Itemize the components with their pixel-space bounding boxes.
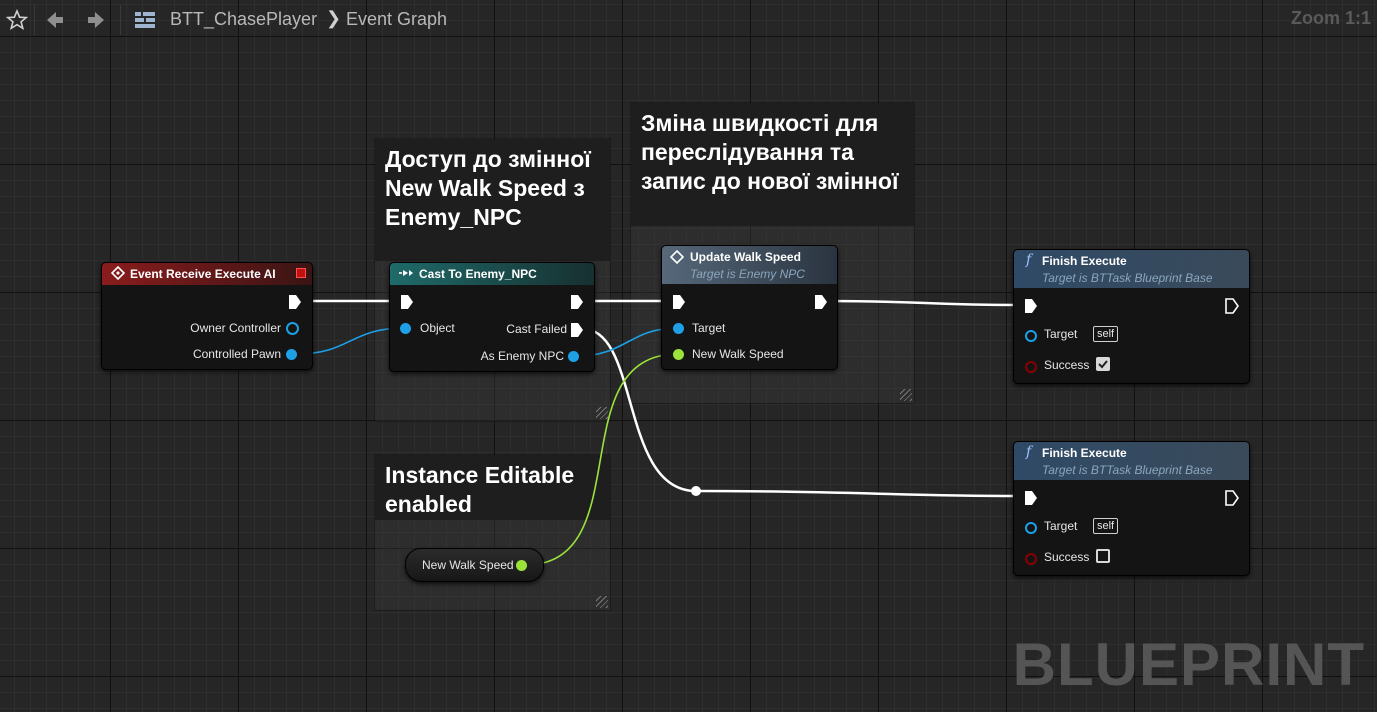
exec-out-pin[interactable] <box>570 294 584 315</box>
toolbar-divider <box>34 5 35 35</box>
node-title: Event Receive Execute AI <box>130 267 276 281</box>
node-finish-execute-failed[interactable]: f Finish Execute Target is BTTask Bluepr… <box>1013 441 1250 576</box>
node-title: Finish Execute <box>1042 254 1127 268</box>
blueprint-grid-icon <box>133 9 155 31</box>
object-pin-target[interactable] <box>673 323 684 334</box>
breadcrumb-graph[interactable]: Event Graph <box>346 9 448 29</box>
object-pin-object[interactable] <box>400 323 411 334</box>
pin-label-cast-failed: Cast Failed <box>506 322 567 336</box>
float-wire <box>524 353 679 566</box>
exec-in-pin[interactable] <box>1024 298 1038 319</box>
resize-handle[interactable] <box>596 596 608 608</box>
delegate-pin-icon[interactable] <box>296 268 306 278</box>
bool-pin-success[interactable] <box>1025 553 1037 565</box>
node-event-receive-execute-ai[interactable]: Event Receive Execute AI Owner Controlle… <box>101 262 313 370</box>
zoom-level: Zoom 1:1 <box>1290 8 1371 28</box>
resize-handle[interactable] <box>900 389 912 401</box>
node-title: Finish Execute <box>1042 446 1127 460</box>
exec-wire <box>695 489 1023 498</box>
pin-label-success: Success <box>1044 550 1090 564</box>
exec-in-pin[interactable] <box>672 294 686 315</box>
blueprint-watermark: BLUEPRINT <box>1012 631 1365 698</box>
cast-arrow-icon <box>398 266 414 283</box>
pin-label-target: Target <box>1044 327 1078 341</box>
comment-title: Зміна швидкості для переслідування та за… <box>631 103 914 226</box>
node-subtitle: Target is BTTask Blueprint Base <box>1042 463 1213 477</box>
self-tag: self <box>1093 326 1119 342</box>
pin-label-object: Object <box>420 321 455 335</box>
object-pin-target[interactable] <box>1025 330 1037 342</box>
node-cast-to-enemy-npc[interactable]: Cast To Enemy_NPC Object Cast Failed As … <box>389 262 595 372</box>
object-pin-target[interactable] <box>1025 522 1037 534</box>
success-checkbox[interactable] <box>1096 549 1110 563</box>
bool-pin-success[interactable] <box>1025 361 1037 373</box>
node-header <box>1014 442 1249 480</box>
pin-label-success: Success <box>1044 358 1090 372</box>
event-diamond-icon <box>110 265 126 283</box>
node-finish-execute-success[interactable]: f Finish Execute Target is BTTask Bluepr… <box>1013 249 1250 384</box>
node-header <box>390 263 594 285</box>
exec-out-pin[interactable] <box>814 294 828 315</box>
success-checkbox[interactable] <box>1096 357 1110 371</box>
comment-title: Instance Editable enabled <box>375 455 610 520</box>
function-f-icon: f <box>1026 444 1032 460</box>
node-title: Update Walk Speed <box>690 250 801 264</box>
exec-in-pin[interactable] <box>400 294 414 315</box>
object-pin-owner-controller[interactable] <box>286 322 299 335</box>
pin-label-controlled-pawn: Controlled Pawn <box>192 347 281 361</box>
arrow-right-icon[interactable] <box>85 9 107 31</box>
exec-in-pin[interactable] <box>1024 490 1038 511</box>
function-f-icon: f <box>1026 252 1032 268</box>
object-pin-controlled-pawn[interactable] <box>286 349 297 360</box>
toolbar-divider <box>120 5 121 35</box>
node-header <box>1014 250 1249 288</box>
variable-label: New Walk Speed <box>422 558 514 572</box>
exec-out-pin[interactable] <box>1225 298 1239 319</box>
exec-out-pin[interactable] <box>1225 490 1239 511</box>
function-diamond-icon <box>669 249 685 267</box>
float-pin-new-walk-speed[interactable] <box>673 349 684 360</box>
node-subtitle: Target is Enemy NPC <box>690 267 805 281</box>
pin-label-new-walk-speed: New Walk Speed <box>692 347 784 361</box>
node-title: Cast To Enemy_NPC <box>419 267 537 281</box>
exec-out-pin-cast-failed[interactable] <box>570 322 584 343</box>
node-header <box>102 263 312 285</box>
exec-wire <box>826 299 1023 307</box>
chevron-right-icon: ❯ <box>326 8 342 28</box>
node-variable-new-walk-speed[interactable]: New Walk Speed <box>405 548 544 582</box>
pin-label-target: Target <box>692 321 726 335</box>
pin-label-owner-controller: Owner Controller <box>190 321 281 335</box>
exec-wire <box>582 327 697 493</box>
pin-label-as-enemy-npc: As Enemy NPC <box>480 349 564 363</box>
arrow-left-icon[interactable] <box>44 9 66 31</box>
self-tag: self <box>1093 518 1119 534</box>
node-subtitle: Target is BTTask Blueprint Base <box>1042 271 1213 285</box>
node-header <box>662 246 837 284</box>
breadcrumb-blueprint[interactable]: BTT_ChasePlayer <box>170 9 318 29</box>
resize-handle[interactable] <box>596 407 608 419</box>
star-outline-icon[interactable] <box>5 8 29 31</box>
exec-out-pin[interactable] <box>288 294 302 315</box>
comment-title: Доступ до змінної New Walk Speed з Enemy… <box>375 139 610 261</box>
graph-toolbar: BTT_ChasePlayer ❯ Event Graph Zoom 1:1 <box>0 0 1377 40</box>
reroute-node <box>691 486 701 496</box>
node-update-walk-speed[interactable]: Update Walk Speed Target is Enemy NPC Ta… <box>661 245 838 370</box>
float-pin-output[interactable] <box>516 560 527 571</box>
pin-label-target: Target <box>1044 519 1078 533</box>
object-pin-as-enemy-npc[interactable] <box>568 351 579 362</box>
comment-box-editable[interactable]: Instance Editable enabled <box>375 455 610 610</box>
